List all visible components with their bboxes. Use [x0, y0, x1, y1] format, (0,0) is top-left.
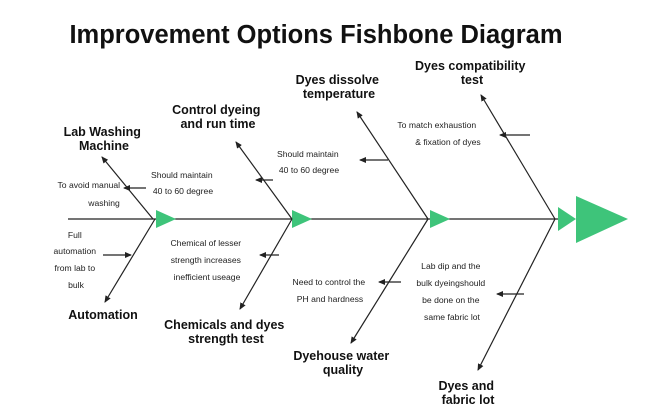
- category-lab-washing: Lab Washing Machine: [64, 125, 145, 153]
- category-line: Machine: [79, 139, 129, 153]
- category-line: Control dyeing: [172, 103, 260, 117]
- fish-head-arrow: [576, 196, 628, 243]
- category-line: and run time: [180, 117, 255, 131]
- category-control-dyeing: Control dyeing and run time: [172, 103, 264, 131]
- note-maintain-1: Should maintain 40 to 60 degree: [151, 170, 215, 196]
- note-line: automation: [54, 246, 97, 256]
- note-line: inefficient useage: [174, 272, 241, 282]
- note-line: Chemical of lesser: [170, 238, 241, 248]
- spine-arrow-1: [156, 210, 176, 228]
- category-line: strength test: [188, 332, 265, 346]
- spine-arrow-2: [292, 210, 312, 228]
- note-line: strength increases: [171, 255, 241, 265]
- category-line: Dyes and: [438, 379, 494, 393]
- note-line: from lab to: [55, 263, 96, 273]
- category-line: test: [461, 73, 484, 87]
- spine-arrow-4: [558, 207, 576, 231]
- category-line: temperature: [303, 87, 375, 101]
- note-ph: Need to control the PH and hardness: [292, 277, 367, 304]
- note-line: 40 to 60 degree: [279, 165, 339, 175]
- note-exhaustion: To match exhaustion & fixation of dyes: [397, 120, 480, 147]
- category-line: Dyehouse water: [293, 349, 389, 363]
- note-line: Need to control the: [292, 277, 365, 287]
- note-line: Should maintain: [277, 149, 339, 159]
- category-line: Dyes compatibility: [415, 59, 525, 73]
- category-line: Chemicals and dyes: [164, 318, 284, 332]
- note-line: bulk: [68, 280, 84, 290]
- note-line: 40 to 60 degree: [153, 186, 213, 196]
- note-line: bulk dyeingshould: [416, 278, 485, 288]
- note-line: Lab dip and the: [421, 261, 480, 271]
- category-line: fabric lot: [442, 393, 496, 407]
- category-line: Lab Washing: [64, 125, 141, 139]
- note-lab-dip: Lab dip and the bulk dyeingshould be don…: [416, 261, 487, 322]
- note-line: be done on the: [422, 295, 480, 305]
- spine-arrow-3: [430, 210, 450, 228]
- note-lesser-strength: Chemical of lesser strength increases in…: [170, 238, 243, 282]
- note-manual-washing: To avoid manual washing: [58, 180, 123, 208]
- category-chemicals: Chemicals and dyes strength test: [164, 318, 288, 346]
- note-line: Should maintain: [151, 170, 213, 180]
- category-line: quality: [323, 363, 363, 377]
- category-line: Automation: [68, 308, 137, 322]
- note-full-automation: Full automation from lab to bulk: [54, 230, 99, 290]
- note-line: & fixation of dyes: [415, 137, 480, 147]
- category-dyes-compat: Dyes compatibility test: [415, 59, 529, 87]
- note-line: washing: [87, 198, 120, 208]
- bone-automation: [104, 218, 156, 303]
- category-dyehouse: Dyehouse water quality: [293, 349, 392, 377]
- note-line: To avoid manual: [58, 180, 121, 190]
- page-title: Improvement Options Fishbone Diagram: [69, 21, 562, 49]
- note-line: To match exhaustion: [397, 120, 476, 130]
- bone-dyehouse: [350, 218, 429, 344]
- category-automation: Automation: [68, 308, 137, 322]
- category-dyes-fabric: Dyes and fabric lot: [438, 379, 497, 407]
- bone-chemicals: [239, 218, 293, 310]
- note-line: PH and hardness: [297, 294, 363, 304]
- bone-dyes-dissolve: [356, 111, 429, 220]
- bone-dyes-compat: [480, 94, 556, 220]
- category-line: Dyes dissolve: [296, 73, 379, 87]
- note-line: same fabric lot: [424, 312, 480, 322]
- category-dyes-dissolve: Dyes dissolve temperature: [296, 73, 383, 101]
- note-line: Full: [68, 230, 82, 240]
- note-maintain-2: Should maintain 40 to 60 degree: [277, 149, 341, 175]
